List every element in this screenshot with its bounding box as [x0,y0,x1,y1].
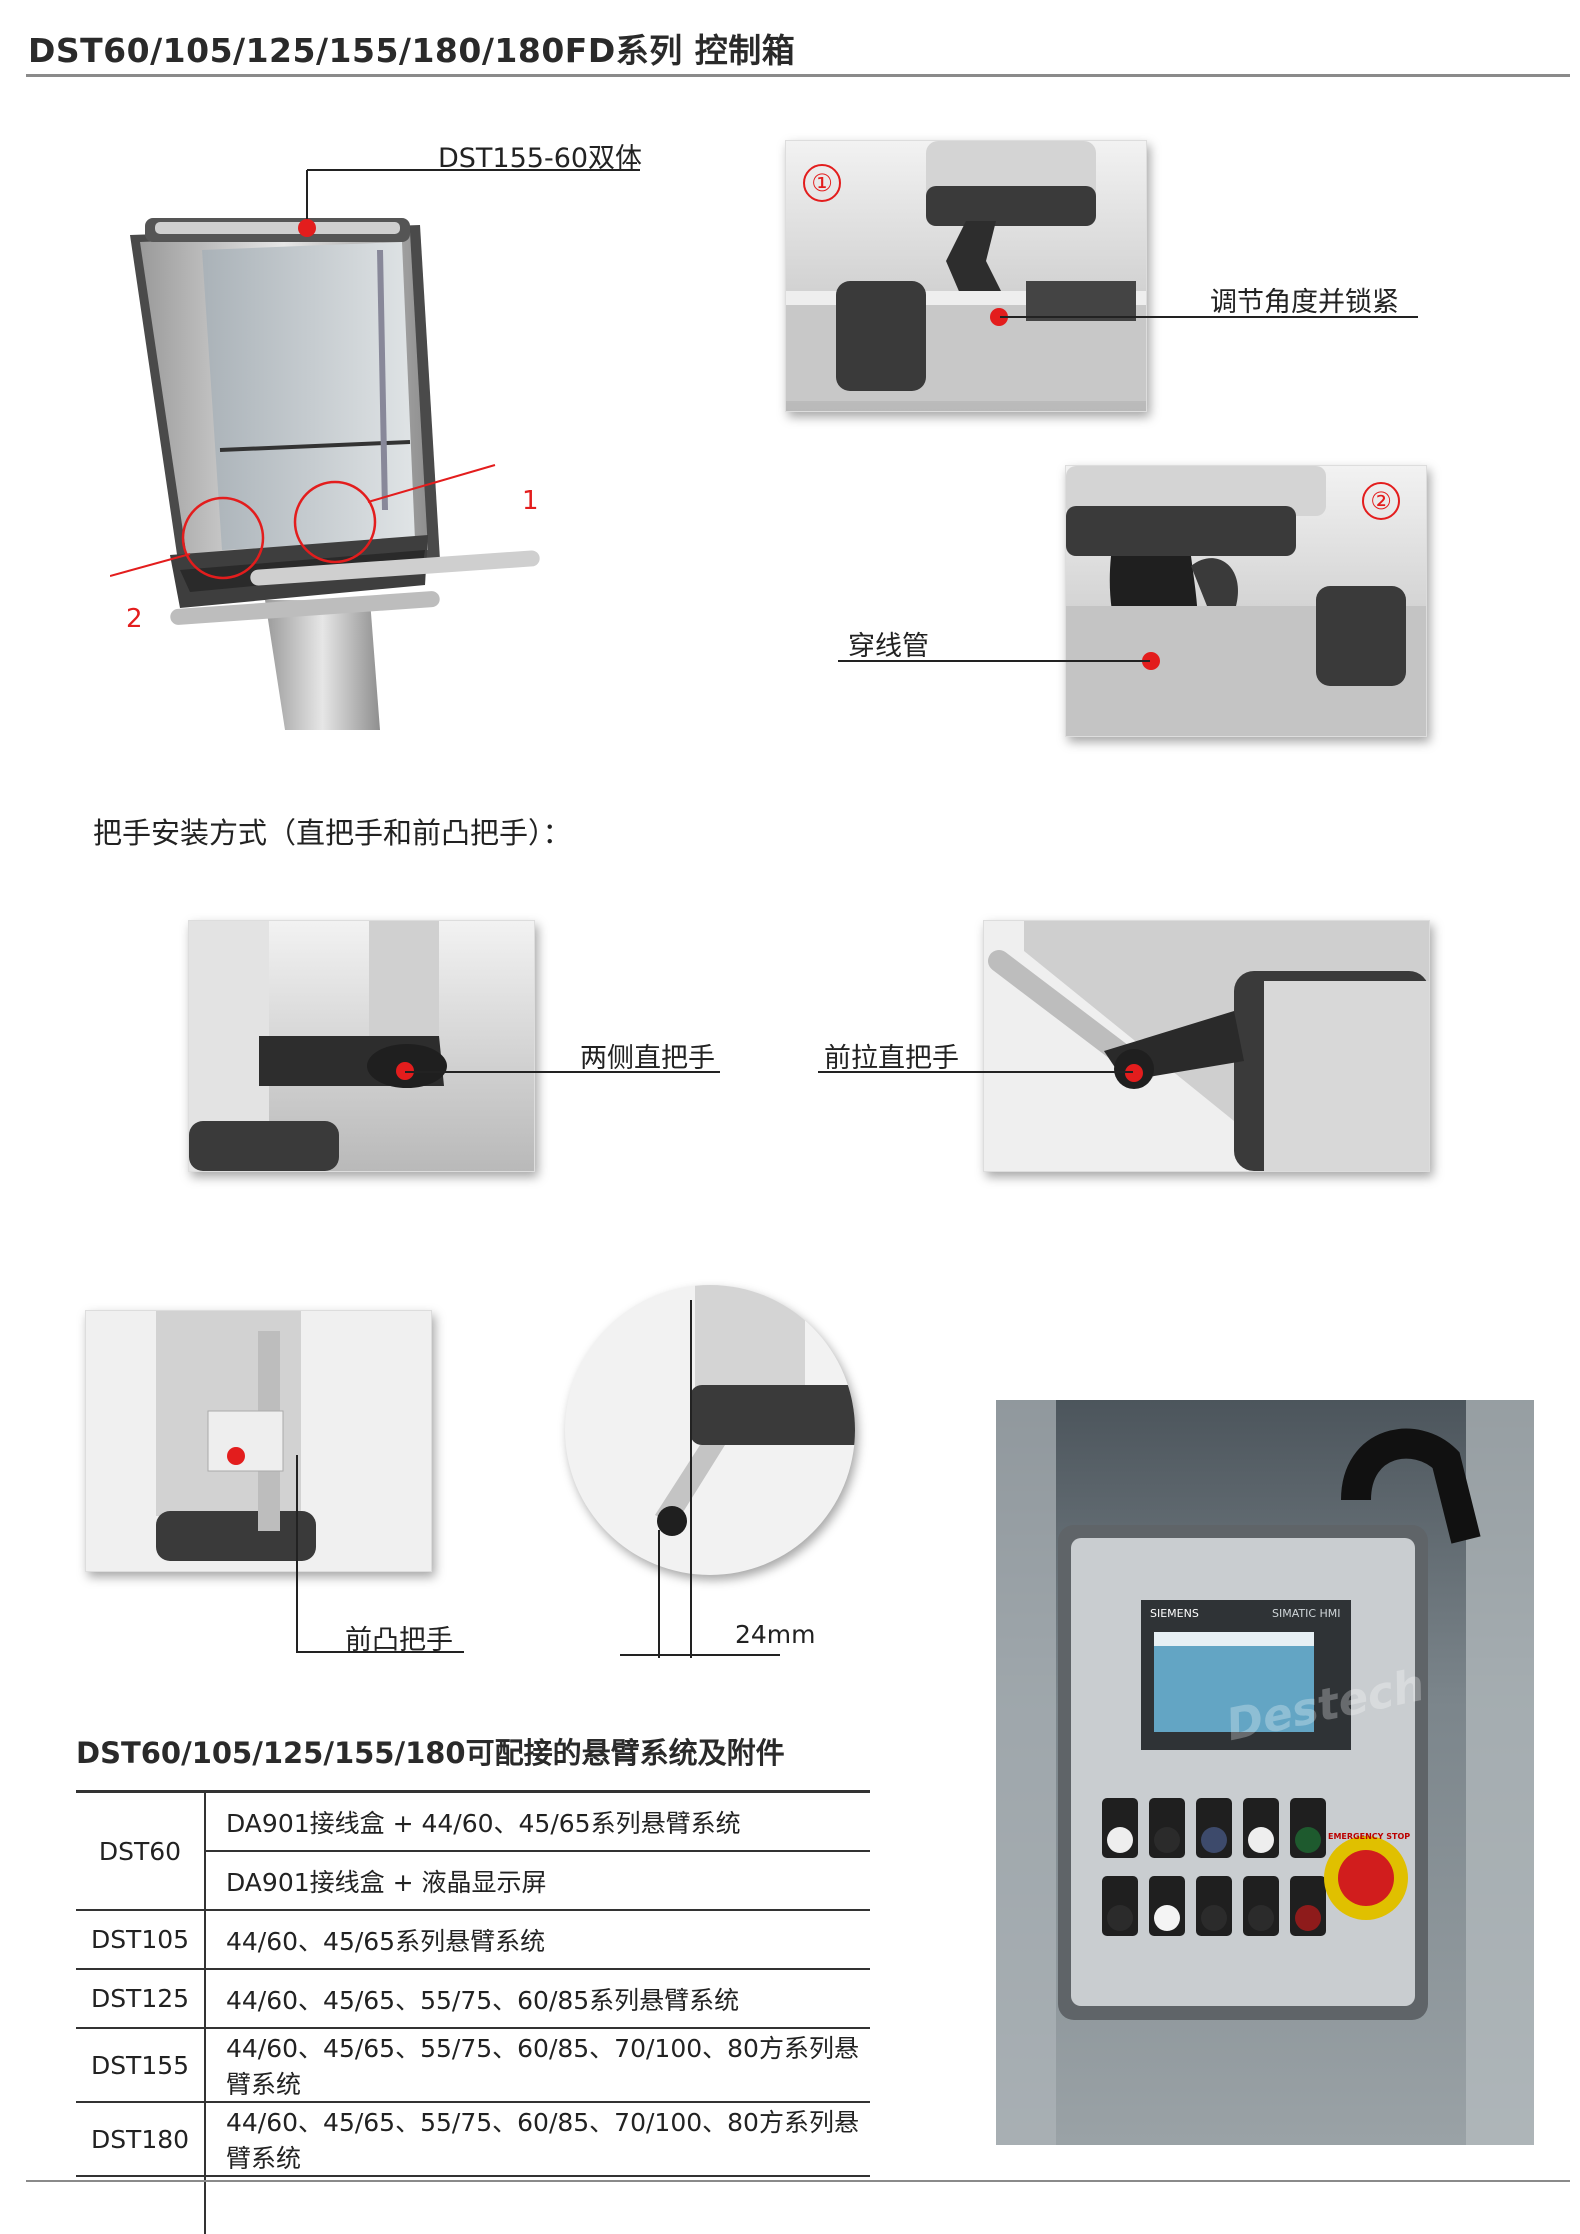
side-handle-drawing [189,921,447,1171]
table-row [76,2176,870,2234]
table-row: DST180 44/60、45/65、55/75、60/85、70/100、80… [76,2102,870,2177]
row-item: DA901接线盒 + 液晶显示屏 [205,1851,870,1911]
front-pull-photo [983,920,1430,1172]
row-item: 44/60、45/65、55/75、60/85、70/100、80方系列悬臂系统 [205,2028,870,2103]
hmi-photo [996,1400,1534,2145]
hinge-drawing [786,141,1146,401]
side-straight-photo [188,920,535,1172]
compat-table-wrap: DST60 DA901接线盒 + 44/60、45/65系列悬臂系统 DA901… [76,1790,870,2234]
callout-number-1: 1 [522,486,539,516]
detail-badge-1: ① [803,164,841,202]
dimension-line-right [690,1300,692,1658]
side-straight-label: 两侧直把手 [580,1043,715,1074]
row-model: DST125 [76,1969,206,2029]
table-title: DST60/105/125/155/180可配接的悬臂系统及附件 [76,1736,785,1770]
main-label: DST155-60双体 [438,143,643,174]
dimension-bar [620,1654,780,1656]
detail2-label: 穿线管 [848,631,929,662]
compat-table: DST60 DA901接线盒 + 44/60、45/65系列悬臂系统 DA901… [76,1790,870,2234]
row-model: DST180 [76,2102,206,2177]
detail2-leader [838,660,1150,662]
front-pull-label: 前拉直把手 [824,1043,959,1074]
cabinet-drawing [109,169,640,730]
row-item: 44/60、45/65、55/75、60/85、70/100、80方系列悬臂系统 [205,2102,870,2177]
detail1-label: 调节角度并锁紧 [1210,287,1399,318]
dimension-circle-photo [565,1285,855,1575]
cabinet-illustration [109,130,650,730]
front-pull-leader [818,1071,1133,1073]
row-item: 44/60、45/65系列悬臂系统 [205,1910,870,1970]
row-item: 44/60、45/65、55/75、60/85系列悬臂系统 [205,1969,870,2029]
row-model: DST155 [76,2028,206,2103]
dimension-drawing [655,1285,855,1536]
dimension-line-left [658,1530,660,1658]
table-row: DST155 44/60、45/65、55/75、60/85、70/100、80… [76,2028,870,2103]
footer-divider [26,2180,1570,2182]
detail1-leader [1000,316,1418,318]
front-convex-leader-v [296,1455,298,1653]
front-convex-leader-h [296,1651,464,1653]
hmi-brand: SIEMENS [1147,1607,1202,1620]
hmi-drawing [996,1400,1534,2145]
row-model: DST105 [76,1910,206,1970]
table-row: DST60 DA901接线盒 + 44/60、45/65系列悬臂系统 [76,1790,870,1911]
conduit-drawing [1066,466,1426,736]
detail-badge-2: ② [1362,482,1400,520]
dimension-label: 24mm [735,1620,816,1649]
header-divider [26,74,1570,77]
page-title: DST60/105/125/155/180/180FD系列 控制箱 [28,31,796,70]
table-row: DST105 44/60、45/65系列悬臂系统 [76,1910,870,1970]
front-convex-drawing [86,1311,431,1571]
table-row: DA901接线盒 + 液晶显示屏 [76,1851,870,1911]
front-convex-label: 前凸把手 [345,1625,453,1656]
front-convex-photo [85,1310,432,1572]
row-item-empty [205,2176,870,2234]
detail-photo-1 [785,140,1147,412]
handles-section-title: 把手安装方式（直把手和前凸把手）： [93,816,572,850]
front-pull-drawing [984,921,1429,1171]
row-model-empty [76,2176,206,2234]
callout-number-2: 2 [126,604,143,634]
hmi-model: SIMATIC HMI [1272,1607,1341,1620]
table-row: DST125 44/60、45/65、55/75、60/85系列悬臂系统 [76,1969,870,2029]
row-item: DA901接线盒 + 44/60、45/65系列悬臂系统 [205,1790,870,1852]
side-straight-leader [405,1071,720,1073]
hmi-estop-label: EMERGENCY STOP [1328,1832,1411,1841]
row-model: DST60 [76,1790,206,1911]
